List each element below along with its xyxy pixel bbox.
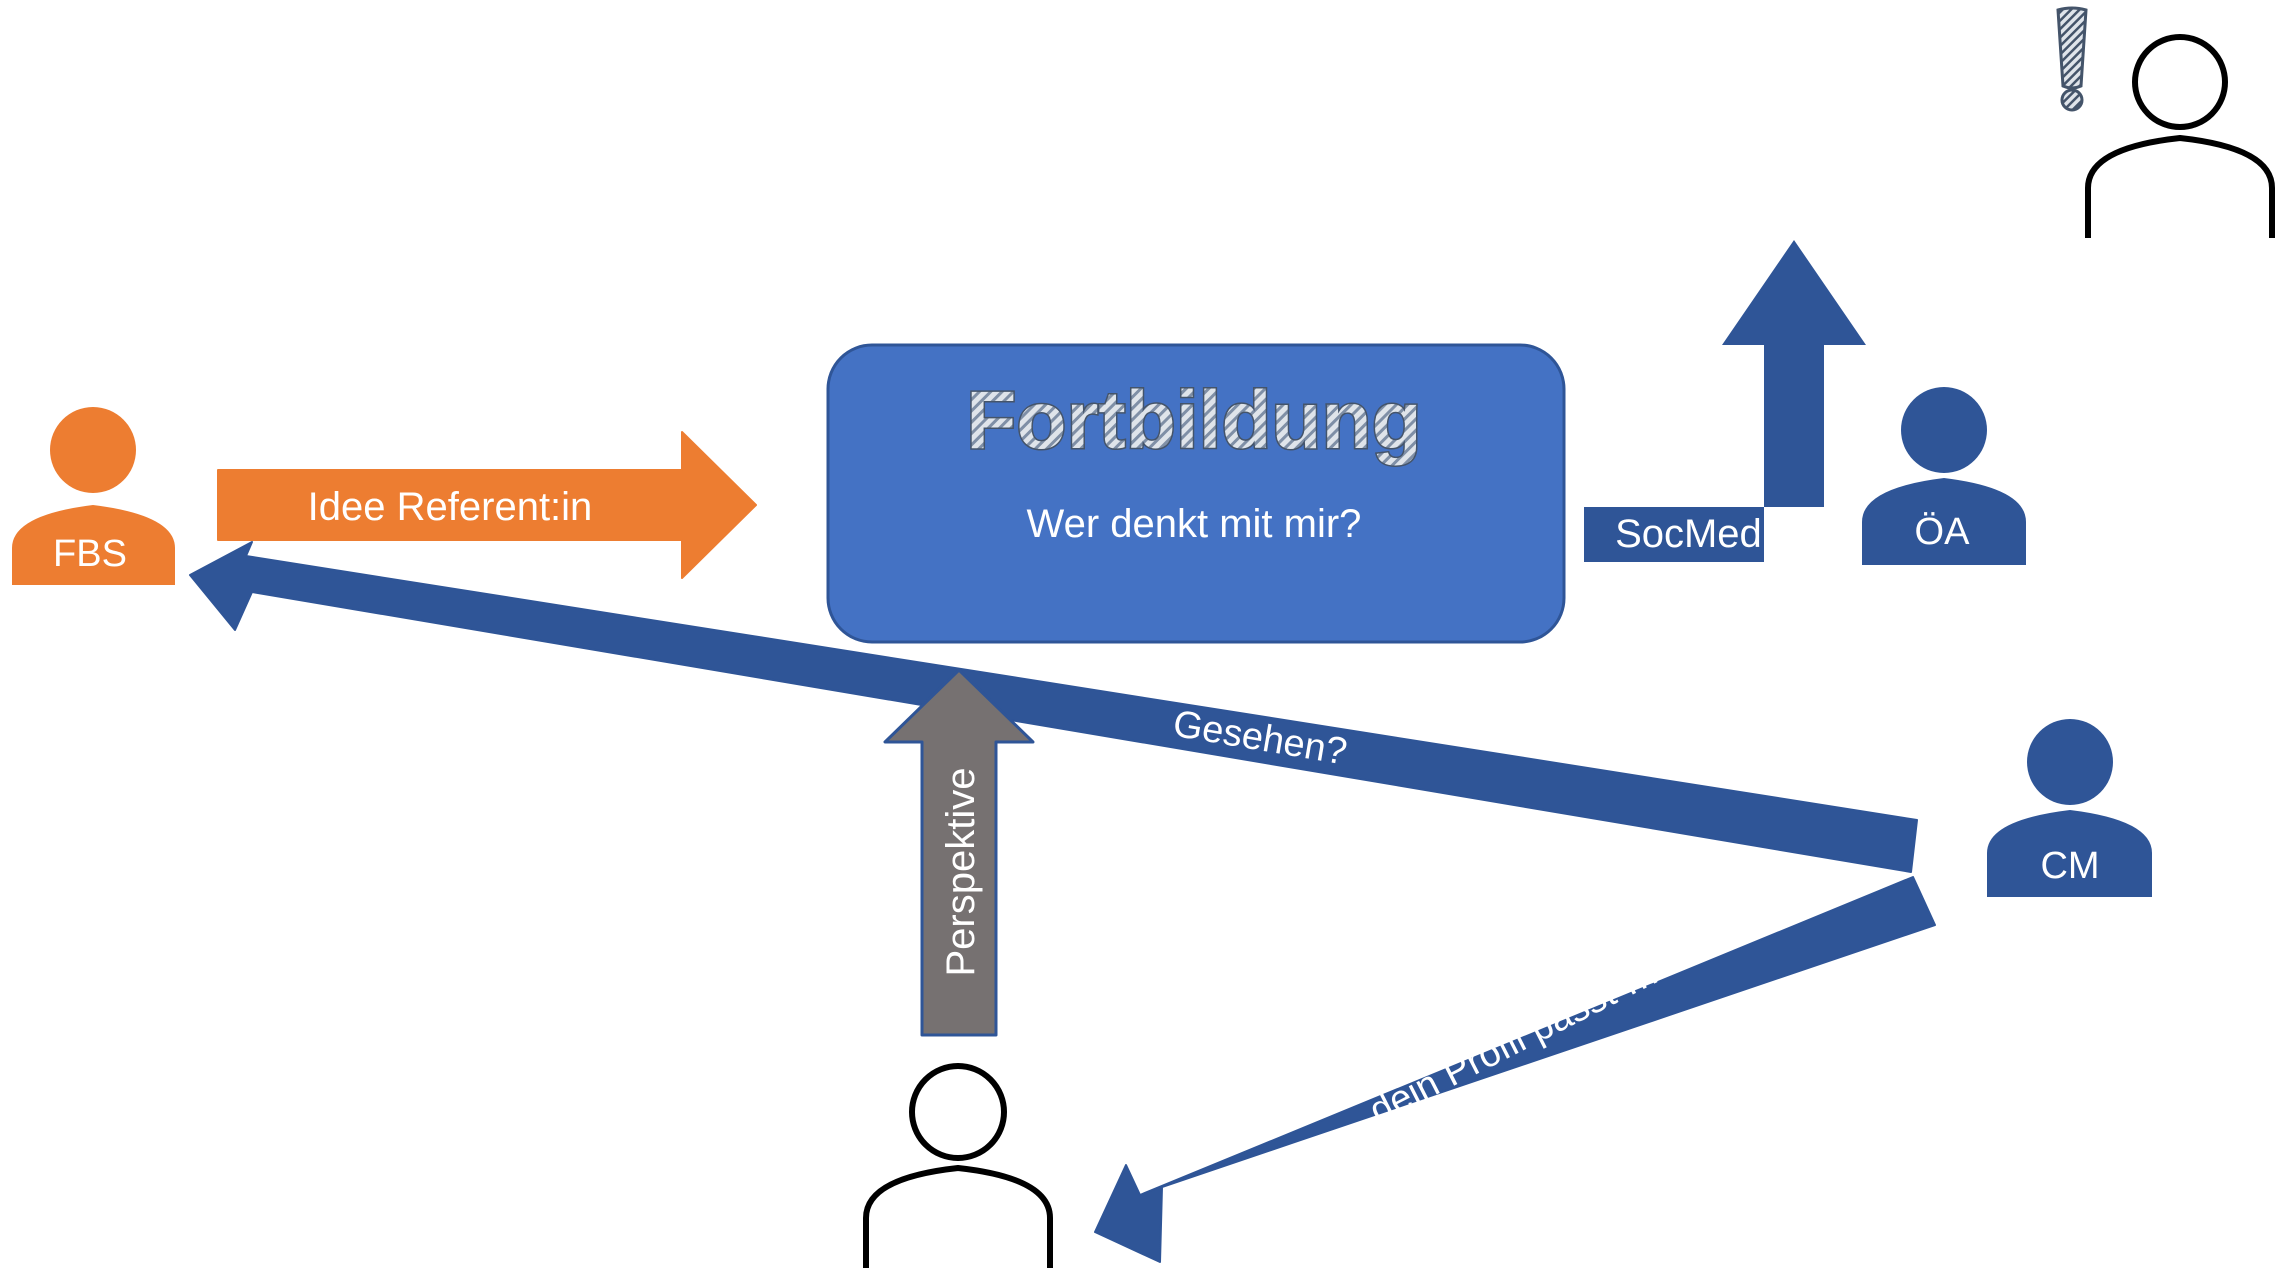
perspektive-label: Perspektive [939,768,983,977]
oa-person: ÖA [1862,387,2026,565]
top-right-person [2085,34,2275,238]
idee-arrow: Idee Referent:in [217,431,757,579]
profil-arrow: dein Profil passt … [1094,876,1936,1263]
person-outline-icon [2132,34,2228,130]
idee-label: Idee Referent:in [308,485,593,529]
box-title: Fortbildung [966,375,1421,466]
fortbildung-box: Fortbildung Wer denkt mit mir? [826,343,1566,644]
person-icon [2027,719,2113,805]
person-icon [50,407,136,493]
cm-person: CM [1987,719,2152,897]
fbs-person: FBS [12,407,175,585]
cm-label: CM [2040,845,2099,887]
profil-label: dein Profil passt … [1363,950,1666,1132]
person-outline-icon [909,1063,1007,1161]
fbs-label: FBS [53,533,127,575]
perspektive-arrow: Perspektive [883,668,1035,1037]
exclamation-icon [2056,6,2088,112]
person-icon [1901,387,1987,473]
socmedia-arrow: SocMedia [1584,240,1866,562]
box-subtitle: Wer denkt mit mir? [1027,502,1362,546]
bottom-person [863,1063,1053,1268]
socmedia-label: SocMedia [1615,512,1794,556]
oa-label: ÖA [1915,511,1971,553]
